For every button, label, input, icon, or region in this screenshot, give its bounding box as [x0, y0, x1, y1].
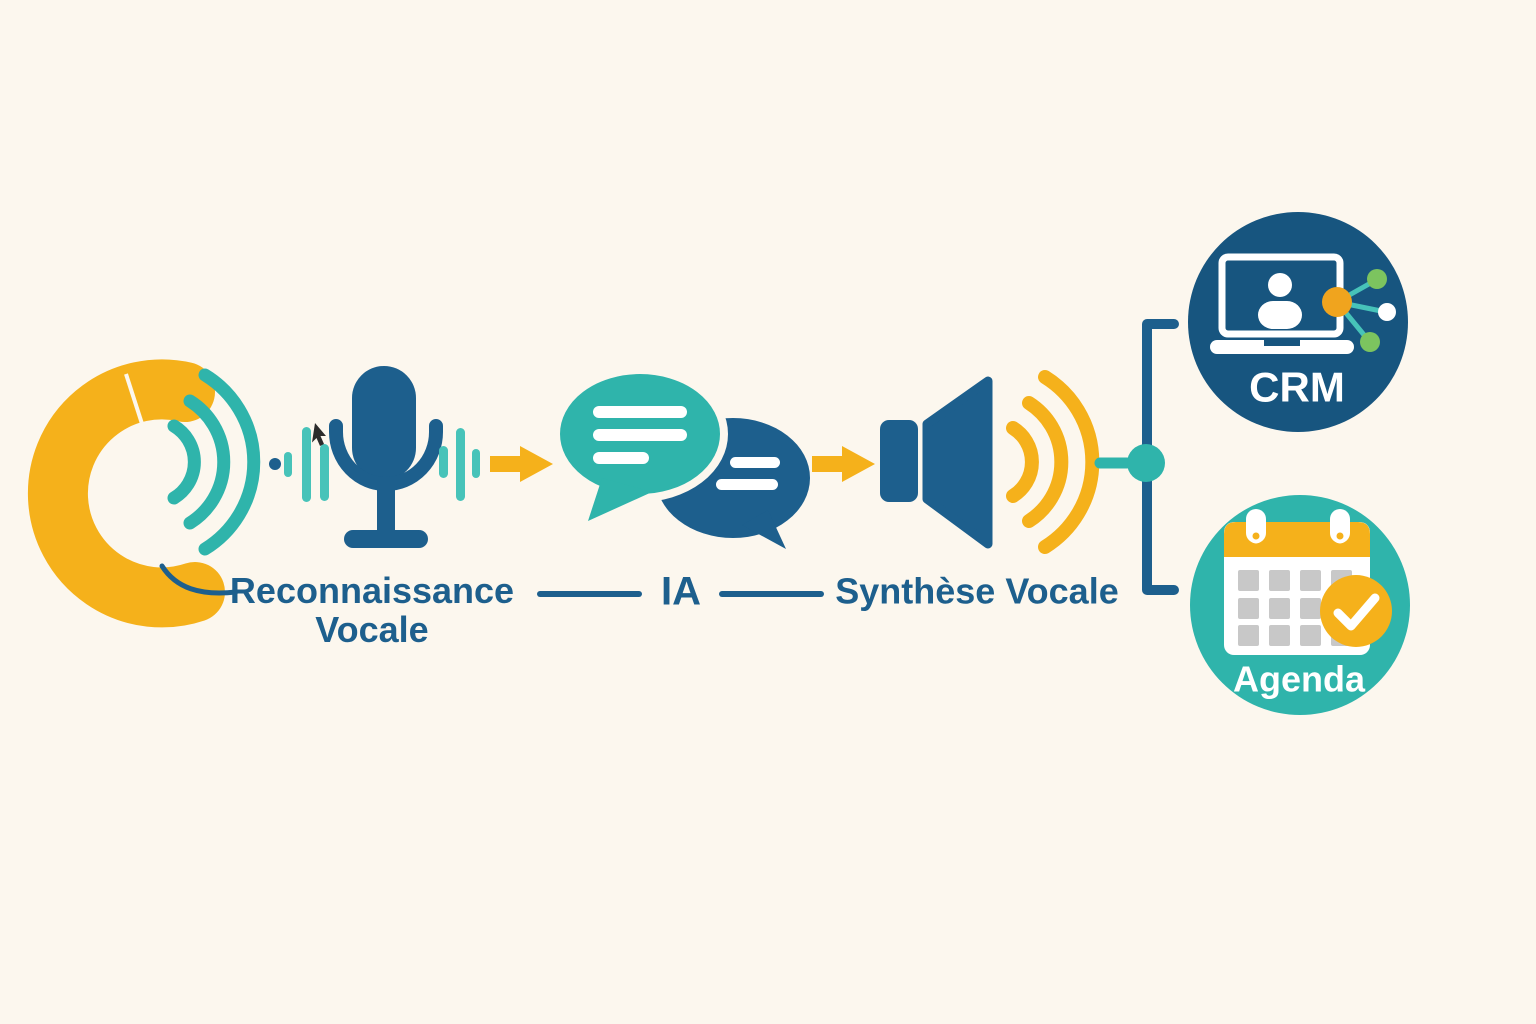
synthesis-label: Synthèse Vocale	[835, 570, 1119, 612]
waveform-bars-left	[269, 427, 329, 502]
phone-icon	[27, 359, 225, 628]
ai-label: IA	[661, 569, 701, 614]
recognition-label-line2: Vocale	[315, 609, 429, 650]
voice-waves-icon	[1006, 370, 1100, 554]
recognition-label-line1: Reconnaissance	[229, 570, 515, 612]
flow-arrow-icon-2	[812, 446, 875, 482]
agenda-badge	[1190, 495, 1410, 715]
calendar-icon	[1224, 509, 1392, 655]
check-icon	[1320, 575, 1392, 647]
waveform-bars-right	[439, 428, 480, 501]
sound-waves-icon	[167, 368, 261, 556]
agenda-label: Agenda	[1232, 658, 1366, 700]
flow-arrow-icon-1	[490, 446, 553, 482]
network-icon	[1322, 269, 1396, 352]
speaker-icon	[880, 376, 993, 549]
microphone-icon	[329, 366, 443, 548]
phone-cord-line	[159, 563, 239, 596]
mouse-cursor-icon	[312, 423, 326, 446]
crm-label: CRM	[1249, 363, 1345, 411]
chat-bubbles-icon	[552, 366, 810, 549]
recognition-label: Reconnaissance Vocale	[229, 570, 515, 650]
crm-badge	[1188, 212, 1408, 432]
connector-node	[1127, 444, 1165, 482]
